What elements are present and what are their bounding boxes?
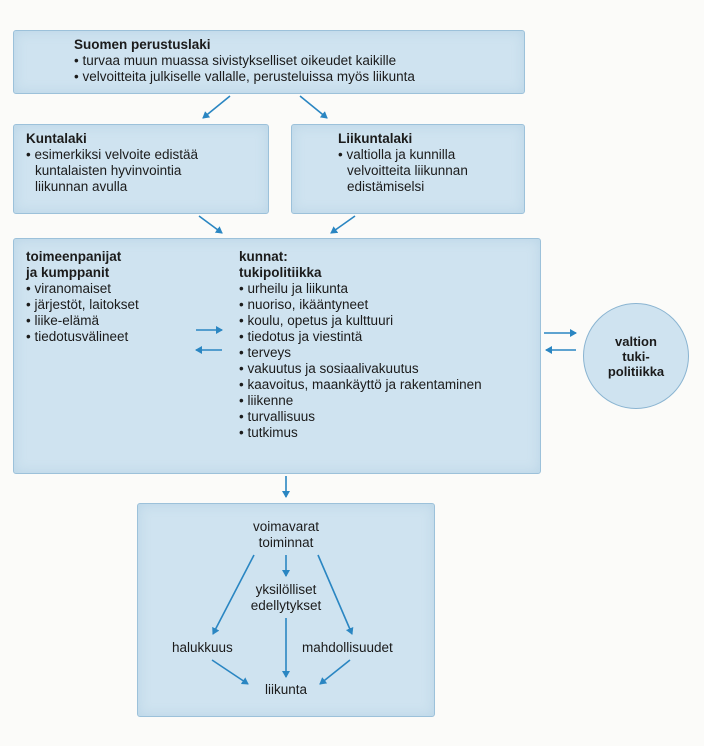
valtion-line-1: valtion — [615, 333, 657, 349]
arrow-liikuntalaki-to-main — [330, 215, 356, 234]
kunnat-item-1: urheilu ja liikunta — [239, 281, 482, 297]
main-box: toimeenpanijat ja kumppanit viranomaiset… — [13, 238, 541, 474]
valtion-tukipolitiikka-circle: valtion tuki- politiikka — [583, 303, 689, 409]
voimavarat-label: voimavarat toiminnat — [252, 519, 320, 550]
liikunta-label: liikunta — [264, 682, 308, 697]
liikuntalaki-item-line-3: edistämiselsi — [347, 179, 425, 194]
toimeenpanijat-title-2: ja kumppanit — [26, 265, 110, 280]
liikuntalaki-title: Liikuntalaki — [338, 131, 413, 146]
kunnat-item-7: kaavoitus, maankäyttö ja rakentaminen — [239, 377, 481, 393]
kunnat-item-10: tutkimus — [239, 425, 482, 441]
arrow-halukkuus-to-liikunta — [211, 659, 249, 685]
toimeenpanijat-item-4: tiedotusvälineet — [26, 329, 139, 345]
liikuntalaki-item-line-2: velvoitteita liikunnan — [347, 163, 468, 178]
valtion-line-3: politiikka — [607, 363, 665, 379]
yksilolliset-label: yksilölliset edellytykset — [250, 582, 322, 613]
toimeenpanijat-item-3: liike-elämä — [26, 313, 139, 329]
kunnat-item-5: terveys — [239, 345, 482, 361]
kunnat-item-9: turvallisuus — [239, 409, 482, 425]
kunnat-title-1: kunnat: — [239, 249, 288, 264]
arrow-top-to-kuntalaki — [202, 95, 231, 119]
mahdollisuudet-label: mahdollisuudet — [302, 640, 393, 655]
toimeenpanijat-title-1: toimeenpanijat — [26, 249, 122, 264]
perustuslaki-title: Suomen perustuslaki — [74, 37, 211, 52]
liikuntalaki-item-line-1: valtiolla ja kunnilla — [338, 147, 468, 163]
valtion-line-2: tuki- — [622, 348, 650, 364]
arrow-kuntalaki-to-main — [198, 215, 223, 234]
arrow-mahdollisuudet-to-liikunta — [319, 659, 351, 685]
kunnat-title-2: tukipolitiikka — [239, 265, 322, 280]
halukkuus-label: halukkuus — [172, 640, 233, 655]
kuntalaki-item-line-2: kuntalaisten hyvinvointia — [35, 163, 182, 178]
arrow-voimavarat-to-halukkuus — [212, 554, 255, 635]
kunnat-item-3: koulu, opetus ja kulttuuri — [239, 313, 482, 329]
kunnat-item-8: liikenne — [239, 393, 482, 409]
kunnat-item-2: nuoriso, ikääntyneet — [239, 297, 482, 313]
kunnat-group: kunnat: tukipolitiikka urheilu ja liikun… — [239, 249, 482, 441]
toimeenpanijat-item-1: viranomaiset — [26, 281, 139, 297]
toimeenpanijat-group: toimeenpanijat ja kumppanit viranomaiset… — [26, 249, 139, 345]
kuntalaki-title: Kuntalaki — [26, 131, 87, 146]
toimeenpanijat-item-2: järjestöt, laitokset — [26, 297, 138, 313]
kunnat-item-4: tiedotus ja viestintä — [239, 329, 482, 345]
perustuslaki-item-2: velvoitteita julkiselle vallalle, perust… — [74, 69, 414, 85]
kuntalaki-item-line-1: esimerkiksi velvoite edistää — [26, 147, 198, 163]
arrow-voimavarat-to-mahdollisuudet — [317, 554, 354, 635]
kuntalaki-item-line-3: liikunnan avulla — [35, 179, 128, 194]
kunnat-item-6: vakuutus ja sosiaalivakuutus — [239, 361, 482, 377]
arrow-top-to-liikuntalaki — [299, 95, 328, 119]
perustuslaki-box: Suomen perustuslaki turvaa muun muassa s… — [13, 30, 525, 94]
perustuslaki-item-1: turvaa muun muassa sivistykselliset oike… — [74, 53, 415, 69]
bottom-box — [137, 503, 435, 717]
kuntalaki-box: Kuntalaki esimerkiksi velvoite edistää k… — [13, 124, 269, 214]
liikuntalaki-box: Liikuntalaki valtiolla ja kunnilla velvo… — [291, 124, 525, 214]
